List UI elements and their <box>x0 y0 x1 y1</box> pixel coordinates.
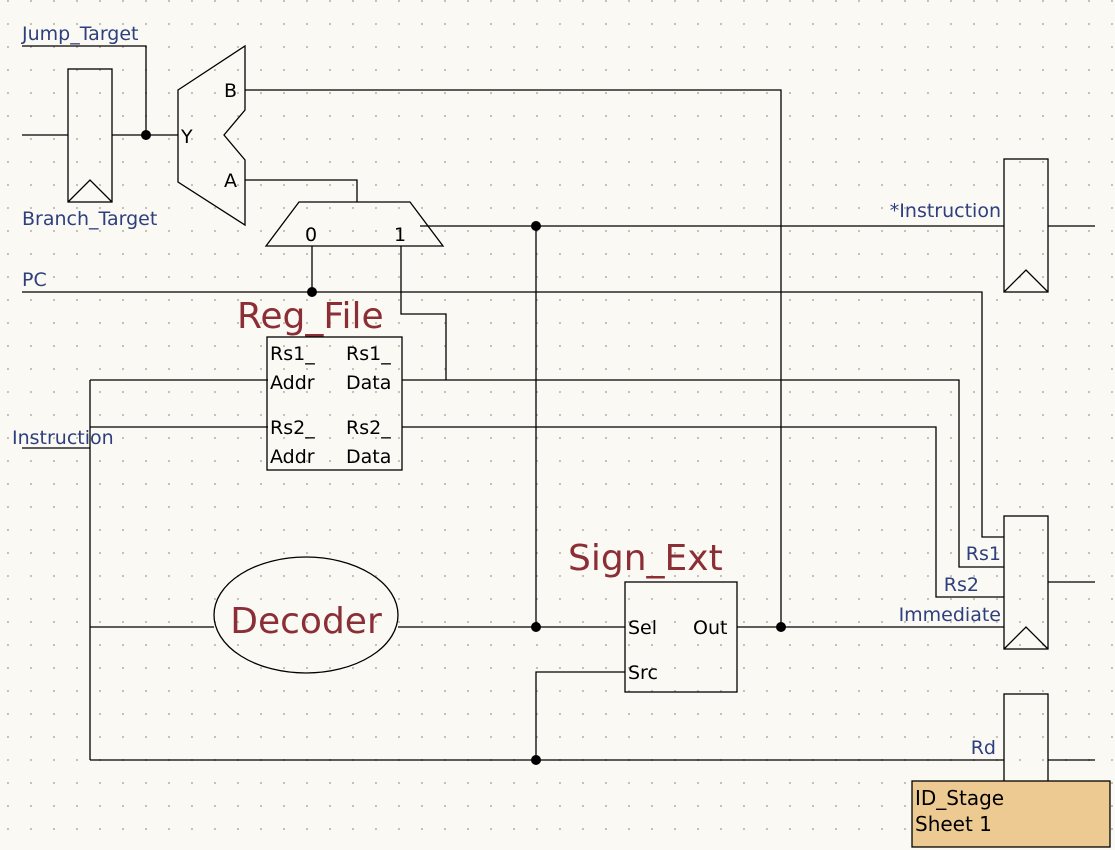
sign-ext-title: Sign_Ext <box>568 538 723 579</box>
sign-ext-block: Sign_Ext Sel Out Src <box>568 538 738 693</box>
decoder-block: Decoder <box>213 556 399 674</box>
sign-ext-out-label: Out <box>693 617 727 639</box>
junction-dot <box>531 755 541 765</box>
rs2-addr-label-line2: Addr <box>270 446 315 468</box>
pipeline-register <box>1003 515 1049 650</box>
rs1-data-label-line2: Data <box>346 372 391 394</box>
junction-dot <box>531 622 541 632</box>
reg-file-title: Reg_File <box>237 296 384 337</box>
immediate-out-label: Immediate <box>899 604 1001 626</box>
rs2-addr-label-line1: Rs2_ <box>270 417 315 439</box>
rs2-data-label-line2: Data <box>346 446 391 468</box>
wires <box>22 45 1095 761</box>
top-mux: B A Y <box>177 44 246 227</box>
rs1-out-label: Rs1 <box>966 543 1001 565</box>
mux-input-0-label: 0 <box>305 224 317 246</box>
rd-out-label: Rd <box>971 737 996 759</box>
jump-target-label: Jump_Target <box>21 23 139 45</box>
title-block: ID_Stage Sheet 1 <box>911 780 1111 848</box>
mux-a-label: A <box>224 170 237 192</box>
wire-jump-target <box>22 45 147 135</box>
sign-ext-src-label: Src <box>628 662 658 684</box>
rs2-data-label-line1: Rs2_ <box>346 417 391 439</box>
decoder-title: Decoder <box>230 601 382 642</box>
rs2-out-label: Rs2 <box>944 574 979 596</box>
mux-input-1-label: 1 <box>394 224 406 246</box>
junction-dot <box>531 221 541 231</box>
rs1-addr-label-line2: Addr <box>270 372 315 394</box>
wire-rs2-data <box>402 426 1004 598</box>
instruction-out-label: *Instruction <box>890 200 1001 222</box>
sign-ext-sel-label: Sel <box>628 617 657 639</box>
junction-dot <box>307 287 317 297</box>
mux-y-label: Y <box>180 126 193 148</box>
wire-pc <box>22 291 1004 538</box>
rs1-data-label-line1: Rs1_ <box>346 343 391 365</box>
title-block-sheet: Sheet 1 <box>915 812 992 836</box>
junctions <box>141 130 786 765</box>
wire-src <box>535 671 625 760</box>
instruction-register <box>1003 158 1049 293</box>
wire-mux1-to-rs1data <box>400 246 447 380</box>
signal-labels: Jump_Target Branch_Target PC Instruction… <box>12 23 1001 759</box>
title-block-stage: ID_Stage <box>915 786 1004 810</box>
rs1-addr-label-line1: Rs1_ <box>270 343 315 365</box>
wire-mux-b <box>245 89 782 627</box>
mux-b-label: B <box>224 80 237 102</box>
wire-mux-a <box>245 179 358 202</box>
pc-label: PC <box>22 269 47 291</box>
junction-dot <box>776 622 786 632</box>
instruction-in-label: Instruction <box>12 427 114 449</box>
reg-file-block: Reg_File Rs1_ Addr Rs1_ Data Rs2_ Addr R… <box>237 296 403 471</box>
small-mux: 0 1 <box>264 201 445 247</box>
branch-target-register <box>67 68 113 203</box>
branch-target-label: Branch_Target <box>22 208 157 230</box>
wire-rs1-data <box>402 379 1004 568</box>
junction-dot <box>141 130 151 140</box>
